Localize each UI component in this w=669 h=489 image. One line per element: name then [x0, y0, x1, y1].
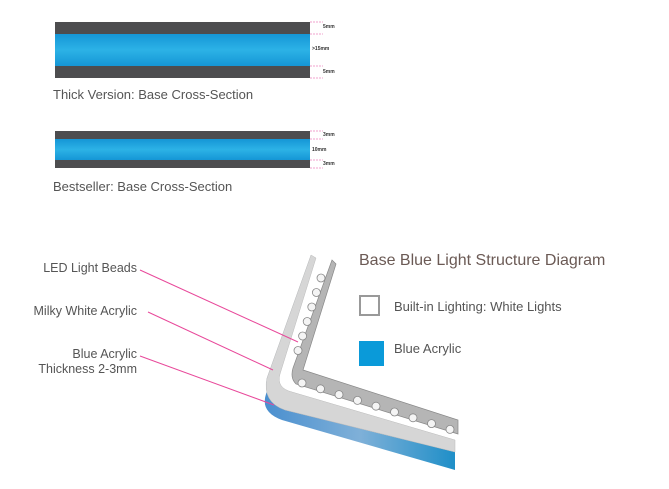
led-bead — [298, 331, 308, 341]
diagram-title: Base Blue Light Structure Diagram — [359, 252, 606, 269]
dim-label: 5mm — [323, 24, 335, 30]
led-strip — [291, 259, 459, 435]
structure-illustration — [139, 254, 459, 470]
led-bead — [302, 317, 312, 326]
blue-acrylic-panel — [264, 255, 455, 470]
dim-label: 10mm — [312, 147, 327, 153]
dim-label: 5mm — [323, 69, 335, 75]
legend-label: Built-in Lighting: White Lights — [394, 299, 562, 314]
led-bead — [353, 395, 362, 405]
led-bead — [316, 384, 325, 394]
led-bead — [371, 401, 381, 411]
dim-label: 3mm — [323, 161, 335, 167]
blue-acrylic-swatch — [359, 341, 384, 366]
milky-white-panel — [265, 254, 456, 453]
label-line: Thickness 2-3mm — [38, 362, 137, 376]
label-line: Blue Acrylic — [72, 347, 137, 361]
legend-label: Blue Acrylic — [394, 341, 462, 356]
led-bead — [307, 302, 317, 312]
white-light-swatch — [359, 295, 380, 316]
led-bead — [334, 390, 344, 400]
led-bead — [408, 413, 418, 423]
led-bead — [427, 419, 436, 429]
dim-label: >15mm — [312, 46, 330, 52]
bestseller-cross-section — [55, 130, 323, 169]
led-bead — [316, 273, 326, 283]
led-beads — [293, 273, 455, 434]
label-led-beads: LED Light Beads — [43, 261, 137, 275]
dim-label: 3mm — [323, 132, 335, 138]
label-milky-acrylic: Milky White Acrylic — [33, 304, 137, 318]
led-bead — [297, 378, 307, 388]
bestseller-caption: Bestseller: Base Cross-Section — [53, 179, 233, 194]
led-bead — [293, 346, 303, 355]
led-bead — [445, 424, 455, 434]
thick-cross-section — [55, 21, 323, 79]
led-bead — [390, 407, 399, 417]
led-bead — [311, 288, 321, 297]
leader-lines — [139, 269, 299, 406]
thick-caption: Thick Version: Base Cross-Section — [53, 87, 254, 102]
